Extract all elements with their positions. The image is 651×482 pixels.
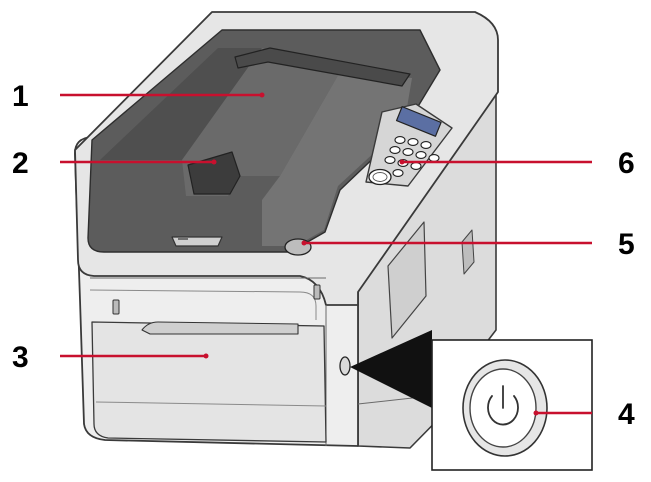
leader-dot-1: [259, 92, 265, 98]
front-slot-left: [112, 299, 120, 315]
leader-lines: [60, 93, 592, 415]
callout-number-4: 4: [618, 398, 635, 431]
power-switch-on-printer: [339, 356, 351, 376]
top-tray-surface-right: [262, 72, 412, 246]
callout-number-2: 2: [12, 147, 29, 180]
lcd-display: [395, 106, 442, 137]
key-button: [384, 156, 396, 164]
leader-dot-2: [211, 159, 217, 165]
front-cover-open-button: [284, 238, 312, 256]
mp-tray-handle: [171, 236, 223, 247]
key-button: [392, 169, 404, 177]
cassette-line: [95, 401, 327, 407]
leader-dot-5: [301, 240, 307, 246]
callout-number-3: 3: [12, 341, 29, 374]
printer: [74, 11, 499, 449]
key-button: [389, 146, 401, 154]
side-vent: [461, 229, 475, 275]
callout-number-1: 1: [12, 80, 29, 113]
leader-dot-6: [399, 159, 405, 165]
cassette: [91, 321, 327, 443]
key-button: [415, 151, 427, 159]
key-button: [428, 154, 440, 162]
start-button: [368, 168, 392, 186]
key-button: [394, 136, 406, 144]
zoom-wedge: [350, 330, 432, 408]
key-button: [402, 148, 414, 156]
front-slot-right: [313, 284, 321, 300]
leader-dot-4: [533, 410, 539, 416]
callout-number-6: 6: [618, 147, 635, 180]
key-button: [410, 162, 422, 170]
key-button: [420, 141, 432, 149]
start-button-inner: [372, 172, 388, 182]
leader-dot-3: [203, 353, 209, 359]
document-stopper: [234, 47, 411, 87]
front-seam: [89, 289, 317, 320]
power-icon: [487, 385, 519, 426]
leader-dots: [203, 92, 539, 416]
callout-number-5: 5: [618, 228, 635, 261]
cassette-handle: [141, 321, 299, 335]
key-button: [407, 138, 419, 146]
side-panel-recess: [387, 221, 427, 339]
top-tray-surface-left: [100, 48, 262, 160]
